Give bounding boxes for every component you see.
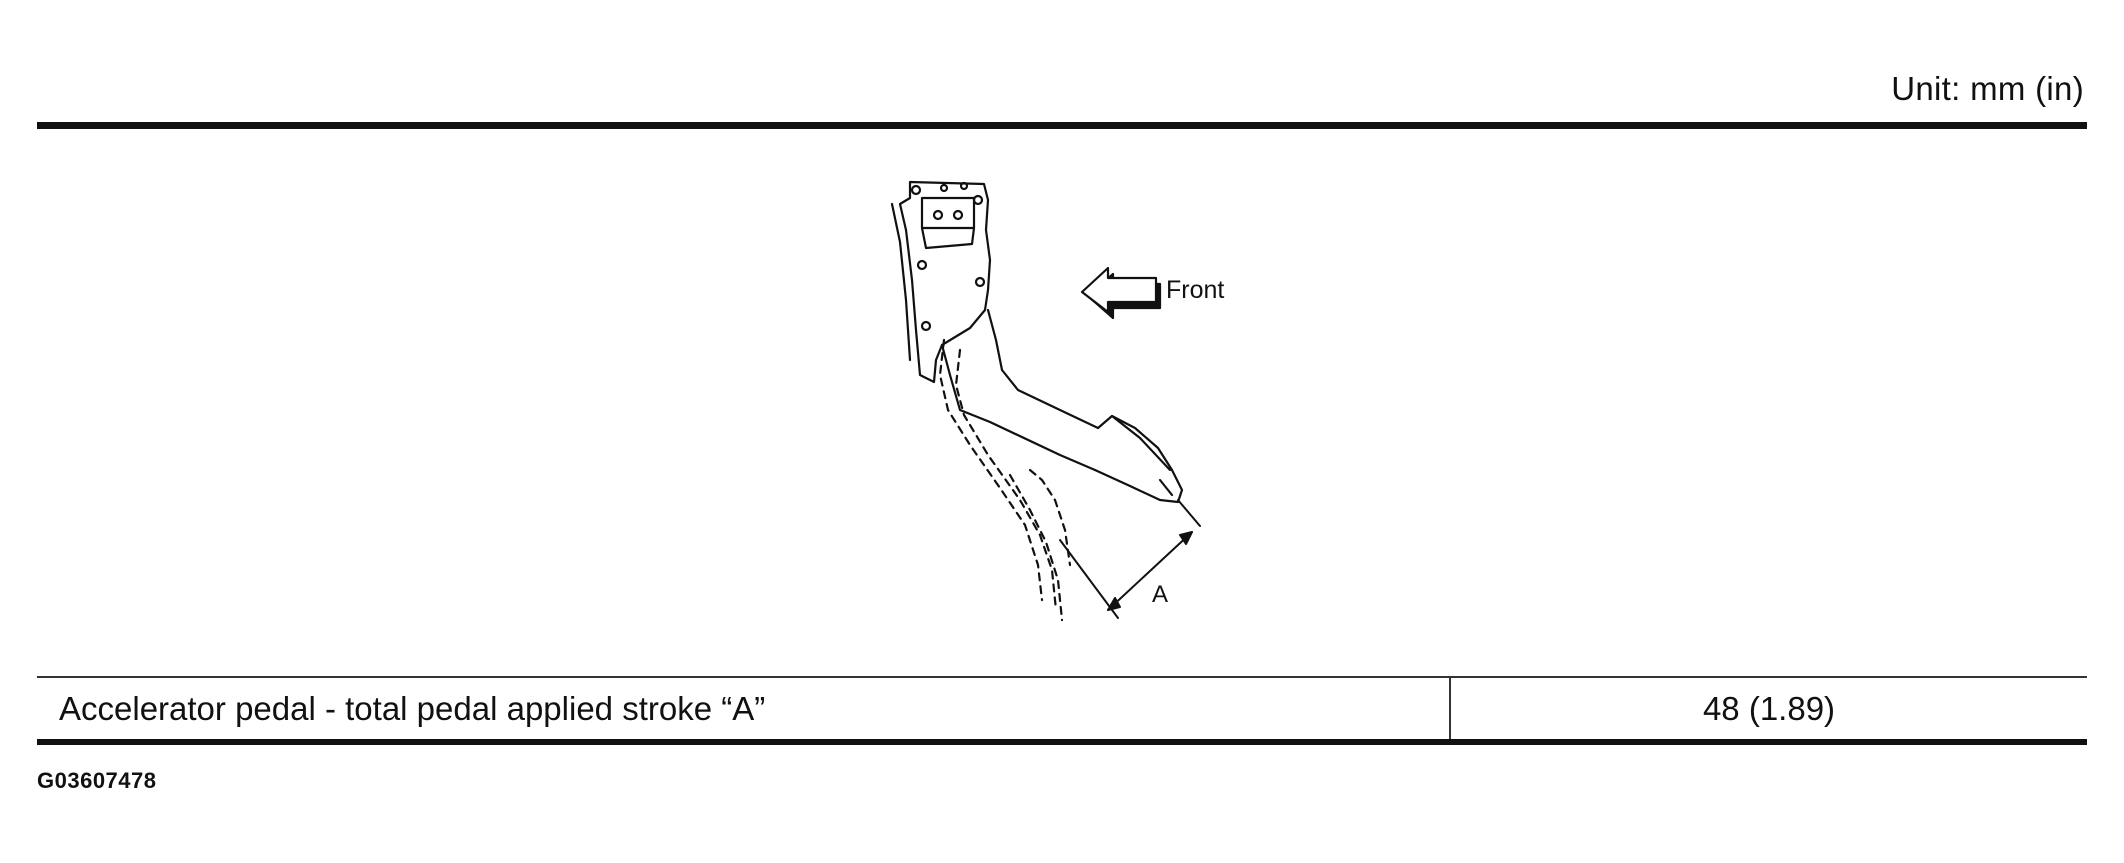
dimension-a-indicator xyxy=(1059,499,1201,619)
top-rule xyxy=(37,122,2087,129)
table-bottom-rule xyxy=(37,739,2087,745)
accelerator-pedal-illustration: A Front xyxy=(860,170,1340,650)
dimension-a-label: A xyxy=(1152,581,1168,608)
spec-table: Accelerator pedal - total pedal applied … xyxy=(37,678,2087,739)
pedal-depressed-outline xyxy=(938,338,1072,622)
pedal-arm xyxy=(940,308,1184,504)
spec-description-cell: Accelerator pedal - total pedal applied … xyxy=(37,678,1451,739)
figure-code: G03607478 xyxy=(37,768,157,793)
table-top-rule xyxy=(37,676,2087,678)
unit-label: Unit: mm (in) xyxy=(1891,70,2084,107)
spec-value-cell: 48 (1.89) xyxy=(1702,689,1836,727)
front-arrow-icon xyxy=(1080,266,1162,320)
pedal-bracket xyxy=(890,180,992,384)
front-label: Front xyxy=(1166,276,1224,304)
